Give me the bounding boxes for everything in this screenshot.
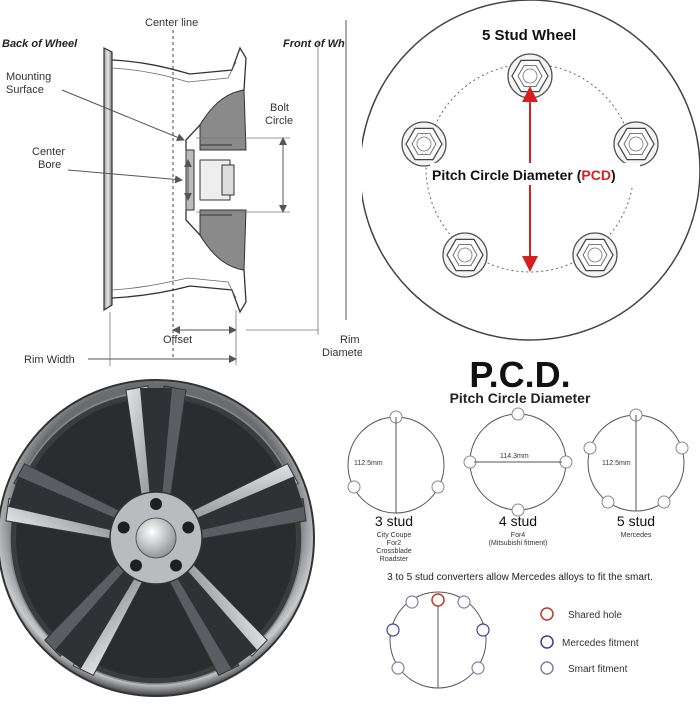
wheel-cross-section-diagram: Center line Back of Wheel Front of Wh Mo… bbox=[0, 0, 367, 368]
rim-barrel bbox=[103, 46, 247, 314]
bolt-circle-label: Bolt bbox=[270, 102, 289, 114]
legend-marker-mercedes bbox=[540, 635, 554, 649]
overlay-circle bbox=[386, 591, 490, 689]
center-bore-label: Center bbox=[32, 146, 65, 158]
pcd-acronym: PCD bbox=[581, 167, 611, 183]
three-stud-desc-3: Crossblade bbox=[376, 548, 412, 555]
offset-label: Offset bbox=[163, 334, 192, 346]
stud-nut-icon bbox=[442, 232, 488, 278]
pcd-svg: P.C.D. Pitch Circle Diameter 112.5mm 3 s… bbox=[347, 354, 689, 689]
mounting-surface-label-2: Surface bbox=[6, 84, 44, 96]
three-stud-circle: 112.5mm 3 stud City Coupe For2 Crossblad… bbox=[347, 410, 445, 563]
four-stud-desc-2: (Mitsubishi fitment) bbox=[489, 540, 548, 547]
pcd-title: P.C.D. bbox=[469, 354, 570, 395]
three-stud-name: 3 stud bbox=[375, 513, 413, 529]
four-stud-desc-1: For4 bbox=[511, 532, 526, 539]
legend: Shared hole Mercedes fitment Smart fitme… bbox=[540, 607, 639, 675]
three-stud-desc-2: For2 bbox=[387, 540, 402, 547]
stud-nut-icon bbox=[401, 121, 447, 167]
three-stud-desc-1: City Coupe bbox=[377, 532, 412, 539]
legend-shared-hole: Shared hole bbox=[568, 610, 622, 621]
three-stud-desc-4: Roadster bbox=[380, 556, 409, 563]
rim-width-label: Rim Width bbox=[24, 354, 75, 366]
center-bore-label-2: Bore bbox=[38, 159, 61, 171]
rim-diameter-label: Rim bbox=[340, 334, 360, 346]
back-of-wheel-label: Back of Wheel bbox=[2, 38, 78, 50]
center-cap bbox=[135, 517, 177, 559]
five-stud-diagram: 5 Stud Wheel Pitch Circle Diameter (PCD) bbox=[359, 0, 700, 350]
center-bore-arrow bbox=[67, 169, 183, 184]
five-stud-desc-1: Mercedes bbox=[621, 532, 652, 539]
four-stud-measure: 114.3mm bbox=[500, 453, 529, 460]
mounting-surface-arrow bbox=[61, 89, 185, 142]
converter-note: 3 to 5 stud converters allow Mercedes al… bbox=[387, 572, 653, 583]
pcd-subtitle: Pitch Circle Diameter bbox=[450, 390, 591, 406]
pcd-chart: P.C.D. Pitch Circle Diameter 112.5mm 3 s… bbox=[340, 350, 700, 700]
rim-diameter-label-2: Diameter bbox=[322, 347, 362, 359]
lug-holes bbox=[117, 498, 195, 572]
legend-mercedes: Mercedes fitment bbox=[562, 638, 639, 649]
pcd-label: Pitch Circle Diameter (PCD) bbox=[432, 167, 616, 183]
front-of-wheel-label: Front of Wh bbox=[283, 38, 345, 50]
legend-smart: Smart fitment bbox=[568, 664, 628, 675]
four-stud-name: 4 stud bbox=[499, 513, 537, 529]
stud-diagram-title: 5 Stud Wheel bbox=[482, 27, 576, 44]
wheel-svg bbox=[0, 379, 315, 697]
three-stud-measure: 112.5mm bbox=[354, 460, 383, 467]
stud-svg: 5 Stud Wheel Pitch Circle Diameter (PCD) bbox=[359, 0, 700, 341]
alloy-wheel-image bbox=[0, 368, 340, 700]
four-stud-circle: 114.3mm 4 stud For4 (Mitsubishi fitment) bbox=[463, 407, 573, 547]
stud-nut-icon bbox=[572, 232, 618, 278]
mounting-surface-label: Mounting bbox=[6, 71, 51, 83]
legend-marker-smart bbox=[540, 661, 554, 675]
stud-nut-icon bbox=[613, 121, 659, 167]
center-line-label: Center line bbox=[145, 17, 198, 29]
five-stud-name: 5 stud bbox=[617, 513, 655, 529]
bolt-circle-label-2: Circle bbox=[265, 115, 293, 127]
cross-section-svg: Center line Back of Wheel Front of Wh Mo… bbox=[2, 17, 367, 366]
five-stud-circle: 112.5mm 5 stud Mercedes bbox=[583, 408, 689, 539]
legend-marker-shared bbox=[540, 607, 554, 621]
five-stud-measure: 112.5mm bbox=[602, 460, 631, 467]
